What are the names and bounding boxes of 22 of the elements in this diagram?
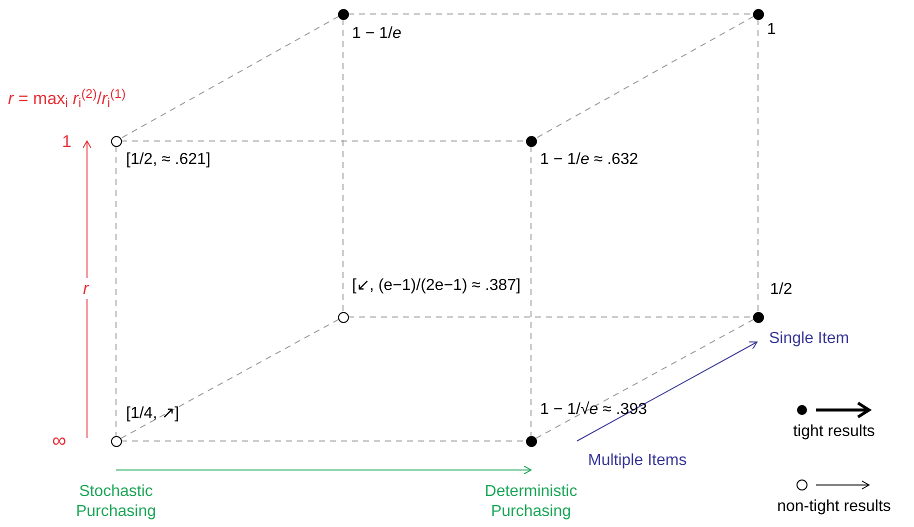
axis-label: Stochastic Purchasing bbox=[74, 482, 158, 522]
legend-label: tight results bbox=[793, 422, 875, 442]
axis-label: r bbox=[81, 278, 91, 300]
dashed-line bbox=[534, 16, 754, 140]
value-label: [1/2, ≈ .621] bbox=[126, 150, 210, 170]
value-label: 1 bbox=[767, 20, 776, 40]
tick-label: 1 bbox=[62, 131, 72, 152]
value-label: 1/2 bbox=[770, 280, 792, 300]
axis-label: Single Item bbox=[769, 329, 850, 349]
value-label: 1 − 1/e bbox=[352, 24, 402, 44]
value-label: [↙, (e−1)/(2e−1) ≈ .387] bbox=[352, 276, 521, 296]
dashed-line bbox=[120, 318, 340, 440]
dashed-line bbox=[120, 16, 340, 140]
dashed-line bbox=[534, 318, 754, 440]
legend-label: non-tight results bbox=[777, 497, 891, 517]
dashed-line bbox=[342, 18, 344, 312]
axis-label: Deterministic Purchasing bbox=[484, 482, 578, 522]
value-label: [1/4, ↗] bbox=[126, 404, 180, 424]
dashed-line bbox=[530, 146, 532, 436]
value-label: 1 − 1/e ≈ .632 bbox=[540, 150, 638, 170]
tick-label: ∞ bbox=[52, 429, 66, 454]
axis-label: Multiple Items bbox=[588, 451, 687, 471]
